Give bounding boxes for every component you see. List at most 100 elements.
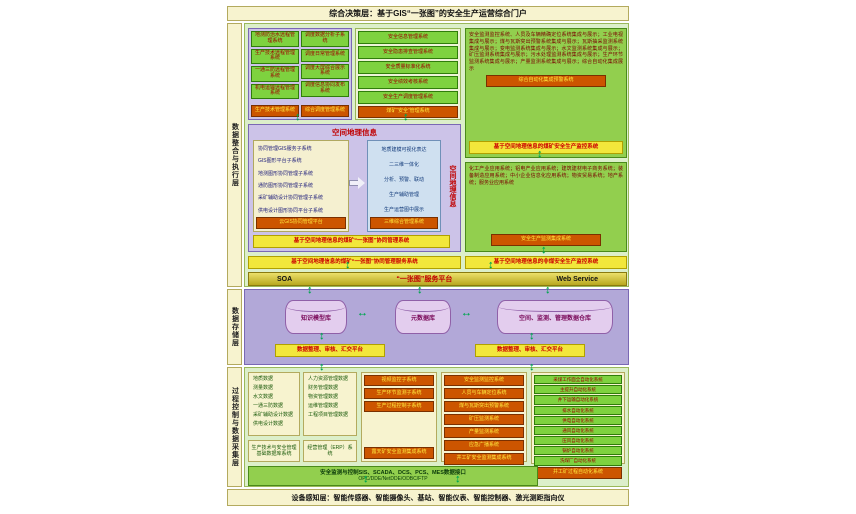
production-tech-system-box: 生产技术管理系统 [251,105,299,117]
double-arrow-vertical-icon: ↕ [455,473,461,485]
erp-data-list: 人力资源管理数据财务管理数据物资管理数据运维管理数据工程项目管理数据 [306,375,354,420]
dispatch-system-box: 调度日常管理系统 [301,48,349,62]
data-item: 人力资源管理数据 [308,376,349,382]
safety-system-box: 安全生产调度管理系统 [358,91,458,104]
dispatch-system-list: 调度数据分析子系统调度日常管理系统调度大屏综合展示系统调度信息协同发布系统 [301,31,349,105]
gis-capability-line: 生产运营图中展示 [383,206,424,213]
remote-system-box: 机电运输远程管理系统 [251,83,299,99]
automation-system-box: 洗煤厂自动化系统 [534,456,622,466]
soa-label: SOA [277,275,293,283]
subsystem-box: 生产过程控制子系统 [364,401,434,412]
double-arrow-vertical-icon: ↕ [345,259,351,271]
underground-automation-box: 井工矿过程自动化系统 [534,466,622,479]
dispatch-system-box: 调度大屏综合展示系统 [301,63,349,79]
device-perception-bar: 设备感知层：智能传感器、智能摄像头、基站、智能仪表、智能控制器、激光测距指向仪 [227,489,629,506]
remote-system-box: 生产技术远程管理系统 [251,48,299,64]
safety-system-box: 安全隐患排查管理系统 [358,46,458,59]
double-arrow-horizontal-icon: ↔ [461,307,472,319]
automation-system-box: 排水自动化系统 [534,405,622,415]
3d-mgmt-system-box: 三维综合管理系统 [370,217,438,229]
safety-system-box: 安全信息管理系统 [358,31,458,44]
data-item: 供电设计数据 [253,421,284,427]
industry-panel-text: 化工产业应用系统；铝电产业应用系统；建筑建材电子商务系统；装备制造应用系统；中小… [469,166,623,186]
double-arrow-vertical-icon: ↕ [529,330,535,342]
gis-capability-list: 地质建模可视化表达二三维一体化分析、预警、联动生产辅助管理生产运营图中展示 [370,143,438,217]
monitor-system-box: 人员与车辆定位系统 [444,388,524,399]
data-item: 运维管理数据 [308,403,339,409]
automation-system-box: 井下运输自动化系统 [534,395,622,405]
automation-system-box: 采煤工作面全自动化系统 [534,375,622,385]
video-control-panel: 视频监控子系统生产环节监测子系统生产过程控制子系统 露天矿安全监测集成系统 [361,372,437,462]
safety-system-box: 安全质量标准化系统 [358,61,458,74]
gis-subsystem-line: GIS图形平台子系统 [258,158,302,165]
knowledge-model-db-cylinder: 知识模型库 [285,300,347,334]
double-arrow-vertical-icon: ↕ [529,361,535,373]
layer-label-integration-text: 数据整合与执行层 [231,123,239,187]
layer-label-process-text: 过程控制与数据采集层 [231,387,239,467]
data-item: 地质数据 [253,376,274,382]
arrow-shaft [349,180,358,186]
automation-panel: 采煤工作面全自动化系统主提升自动化系统井下运输自动化系统排水自动化系统供电自动化… [531,372,625,479]
tech-safety-db-box: 生产技术与安全管理基础数据库系统 [248,440,300,462]
data-item: 采矿辅助设计数据 [253,412,294,418]
automation-system-box: 供电自动化系统 [534,415,622,425]
double-arrow-vertical-icon: ↕ [295,111,301,123]
underground-monitor-list: 安全监测监控系统人员与车辆定位系统煤与瓦斯突出预警系统矿压监测系统产量监测系统应… [444,375,524,453]
layer-label-integration: 数据整合与执行层 [227,23,242,287]
monitor-system-box: 矿压监测系统 [444,414,524,425]
mine-safety-system-box: 煤矿“安全”管理系统 [358,106,458,118]
double-arrow-vertical-icon: ↕ [488,259,494,271]
monitor-system-box: 煤与瓦斯突出预警系统 [444,401,524,412]
auto-integration-warning-box: 综合自动化集成预警系统 [486,74,606,87]
double-arrow-vertical-icon: ↕ [307,284,313,296]
layer-label-process: 过程控制与数据采集层 [227,367,242,487]
dispatch-remote-panel: 地测防治水远程管理系统生产技术远程管理系统一通三防远程管理系统机电运输远程管理系… [248,28,352,120]
safety-system-box: 安全绩效考核系统 [358,76,458,89]
monitor-system-box: 安全监测监控系统 [444,375,524,386]
subsystem-box: 视频监控子系统 [364,375,434,386]
geo-data-panel: 地质数据测量数据水文数据一通三防数据采矿辅助设计数据供电设计数据 [248,372,300,436]
double-arrow-horizontal-icon: ↔ [357,307,368,319]
data-item: 一通三防数据 [253,403,284,409]
onemap-platform-label: “一张图”服务平台 [396,276,453,283]
dispatch-system-box: 调度信息协同发布系统 [301,81,349,97]
video-control-list: 视频监控子系统生产环节监测子系统生产过程控制子系统 [364,375,434,414]
double-arrow-vertical-icon: ↕ [319,361,325,373]
double-arrow-vertical-icon: ↕ [537,148,543,160]
data-item: 财务管理数据 [308,385,339,391]
safety-system-list: 安全信息管理系统安全隐患排查管理系统安全质量标准化系统安全绩效考核系统安全生产调… [358,31,458,106]
double-arrow-vertical-icon: ↕ [541,244,547,256]
interface-protocols-line1: 安全监测与控制SIS、SCADA、DCS、PCS、MES数据接口 [320,469,466,476]
gis-capability-line: 地质建模可视化表达 [381,147,427,154]
diagram-canvas: 综合决策层：基于GIS“一张图”的安全生产运营综合门户 数据整合与执行层 数据存… [227,6,629,508]
gis-subsystem-line: 采矿辅助设计协同管理子系统 [258,195,324,202]
data-audit-platform-bar-left: 数据整理、审核、汇交平台 [275,344,385,357]
remote-systems-column: 地测防治水远程管理系统生产技术远程管理系统一通三防远程管理系统机电运输远程管理系… [251,31,299,117]
industry-apps-panel: 化工产业应用系统；铝电产业应用系统；建筑建材电子商务系统；装备制造应用系统；中小… [465,162,627,252]
dispatch-mgmt-system-box: 综合调度管理系统 [301,105,349,117]
data-item: 测量数据 [253,385,274,391]
data-interface-bar: 安全监测与控制SIS、SCADA、DCS、PCS、MES数据接口 OPC/DDE… [248,466,538,486]
data-item: 物资管理数据 [308,394,339,400]
decision-layer-title: 综合决策层：基于GIS“一张图”的安全生产运营综合门户 [227,6,629,21]
automation-system-box: 通风自动化系统 [534,425,622,436]
erp-system-box: 经营管理（ERP）系统 [303,440,357,462]
automation-list: 采煤工作面全自动化系统主提升自动化系统井下运输自动化系统排水自动化系统供电自动化… [534,375,622,467]
remote-system-box: 一通三防远程管理系统 [251,66,299,82]
gis-subsystem-line: 通防图形协同管理子系统 [258,183,314,190]
integration-layer-section: 地测防治水远程管理系统生产技术远程管理系统一通三防远程管理系统机电运输远程管理系… [244,23,629,287]
data-audit-platform-bar-right: 数据整理、审核、汇交平台 [475,344,585,357]
automation-system-box: 锅炉自动化系统 [534,446,622,456]
subsystem-box: 生产环节监测子系统 [364,388,434,399]
data-item: 工程项目管理数据 [308,412,349,418]
automation-system-box: 压风自动化系统 [534,436,622,446]
geo-data-list: 地质数据测量数据水文数据一通三防数据采矿辅助设计数据供电设计数据 [251,375,297,429]
cloud-gis-platform-box: 云GIS协同管理平台 [256,217,346,229]
safety-monitor-integration-box: 安全生产监测集成系统 [491,234,601,246]
right-arrow-icon [349,177,366,189]
remote-system-box: 地测防治水远程管理系统 [251,31,299,47]
gis-subsystem-line: 供电设计图形协同平台子系统 [258,207,324,214]
noncoal-monitor-bar: 基于空间地理信息的非煤安全生产监控系统 [465,256,627,269]
